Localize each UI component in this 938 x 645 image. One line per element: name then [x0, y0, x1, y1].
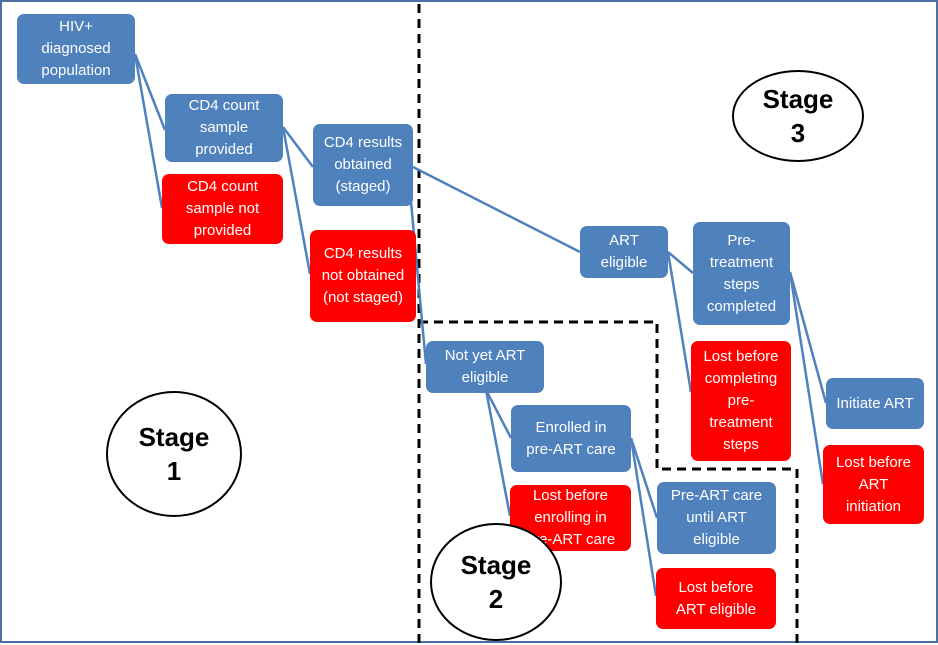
node-pre-treatment-steps-completed: Pre- treatment steps completed	[693, 222, 790, 325]
stage-1-label: Stage 1	[106, 391, 242, 517]
connector-art-eligible-to-pre-treatment	[667, 251, 694, 274]
node-lost-before-pre-treatment: Lost before completing pre- treatment st…	[691, 341, 791, 461]
connector-hiv-to-sample-not-provided	[133, 53, 164, 209]
connector-art-eligible-to-lost-pre-treatment	[666, 251, 693, 393]
node-cd4-results-obtained: CD4 results obtained (staged)	[313, 124, 413, 206]
node-cd4-sample-not-provided: CD4 count sample not provided	[162, 174, 283, 244]
connector-hiv-to-sample-provided	[133, 53, 167, 131]
node-lost-before-art-eligible: Lost before ART eligible	[656, 568, 776, 629]
connector-enrolled-to-pre-art-until	[629, 437, 659, 519]
connector-sample-to-results-not-obtained	[281, 126, 312, 275]
node-not-yet-art-eligible: Not yet ART eligible	[426, 341, 544, 393]
connector-results-to-art-eligible	[412, 165, 581, 254]
node-cd4-results-not-obtained: CD4 results not obtained (not staged)	[310, 230, 416, 322]
stage-3-label: Stage 3	[732, 70, 864, 162]
node-hiv-diagnosed-population: HIV+ diagnosed population	[17, 14, 135, 84]
connector-pre-treatment-to-lost-initiation	[788, 271, 825, 485]
connector-sample-to-results-obtained	[282, 126, 314, 168]
stage-2-boundary-line	[419, 320, 799, 643]
node-art-eligible: ART eligible	[580, 226, 668, 278]
connector-not-yet-to-lost-enrolling	[484, 389, 512, 517]
connector-pre-treatment-to-initiate-art	[788, 271, 828, 404]
node-lost-before-art-initiation: Lost before ART initiation	[823, 445, 924, 524]
node-initiate-art: Initiate ART	[826, 378, 924, 429]
node-cd4-sample-provided: CD4 count sample provided	[165, 94, 283, 162]
node-enrolled-in-pre-art-care: Enrolled in pre-ART care	[511, 405, 631, 472]
stage-2-label: Stage 2	[430, 523, 562, 641]
connector-results-to-not-yet-eligible	[409, 201, 428, 365]
connector-not-yet-to-enrolled	[484, 389, 513, 439]
connector-enrolled-to-lost-eligible	[629, 437, 658, 597]
node-pre-art-care-until-eligible: Pre-ART care until ART eligible	[657, 482, 776, 554]
